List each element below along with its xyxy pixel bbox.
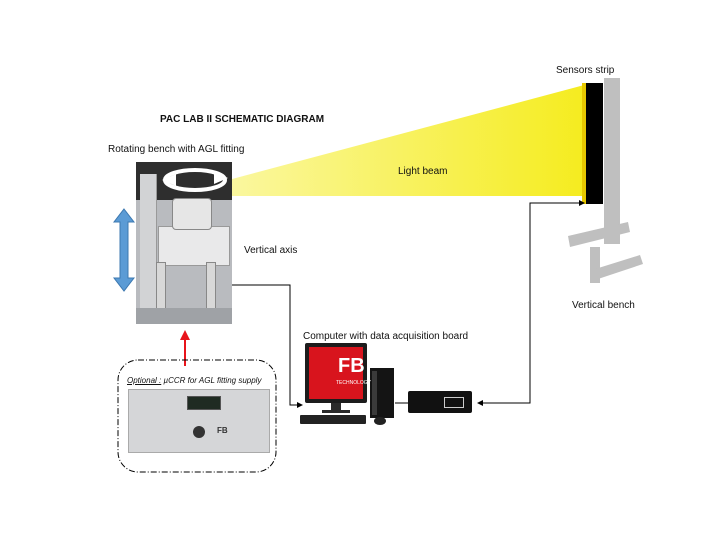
label-computer: Computer with data acquisition board	[303, 331, 469, 342]
computer	[300, 343, 394, 425]
supply-arrowhead	[180, 330, 190, 340]
keyboard	[300, 415, 366, 424]
label-sensors-strip: Sensors strip	[556, 65, 615, 76]
label-light-beam: Light beam	[398, 166, 448, 177]
rotation-arrow-icon	[162, 168, 228, 192]
monitor-base	[322, 410, 350, 413]
interface-port	[444, 397, 464, 408]
label-optional-supply: Optional : µCCR for AGL fitting supply	[127, 376, 261, 385]
connector-bench-to-computer	[228, 284, 303, 408]
optional-rest: µCCR for AGL fitting supply	[161, 376, 262, 385]
optional-supply-box	[117, 359, 277, 473]
supply-display	[187, 396, 221, 410]
label-vertical-bench: Vertical bench	[572, 300, 635, 311]
label-rotating-bench: Rotating bench with AGL fitting	[108, 144, 245, 155]
acquisition-interface-box	[408, 391, 472, 413]
monitor-stand	[331, 403, 341, 411]
supply-logo: FB	[217, 426, 228, 435]
supply-photo: FB	[128, 389, 270, 453]
label-vertical-axis: Vertical axis	[244, 245, 298, 256]
sensors-strip-edge	[582, 83, 586, 204]
sensors-strip	[585, 83, 603, 204]
tower-highlight	[372, 371, 377, 415]
monitor-screen	[309, 347, 363, 399]
rotating-bench-photo	[136, 162, 232, 324]
connector-sensors-to-interface	[477, 202, 584, 406]
monitor-logo-sub: TECHNOLOGY	[336, 380, 372, 386]
supply-knob	[193, 426, 205, 438]
optional-prefix: Optional :	[127, 376, 162, 385]
light-beam	[206, 84, 588, 196]
vertical-bench	[568, 78, 643, 283]
diagram-title: PAC LAB II SCHEMATIC DIAGRAM	[160, 114, 325, 125]
monitor-logo: FB	[338, 355, 365, 377]
vertical-axis-arrow	[112, 208, 136, 292]
mouse	[374, 417, 386, 425]
